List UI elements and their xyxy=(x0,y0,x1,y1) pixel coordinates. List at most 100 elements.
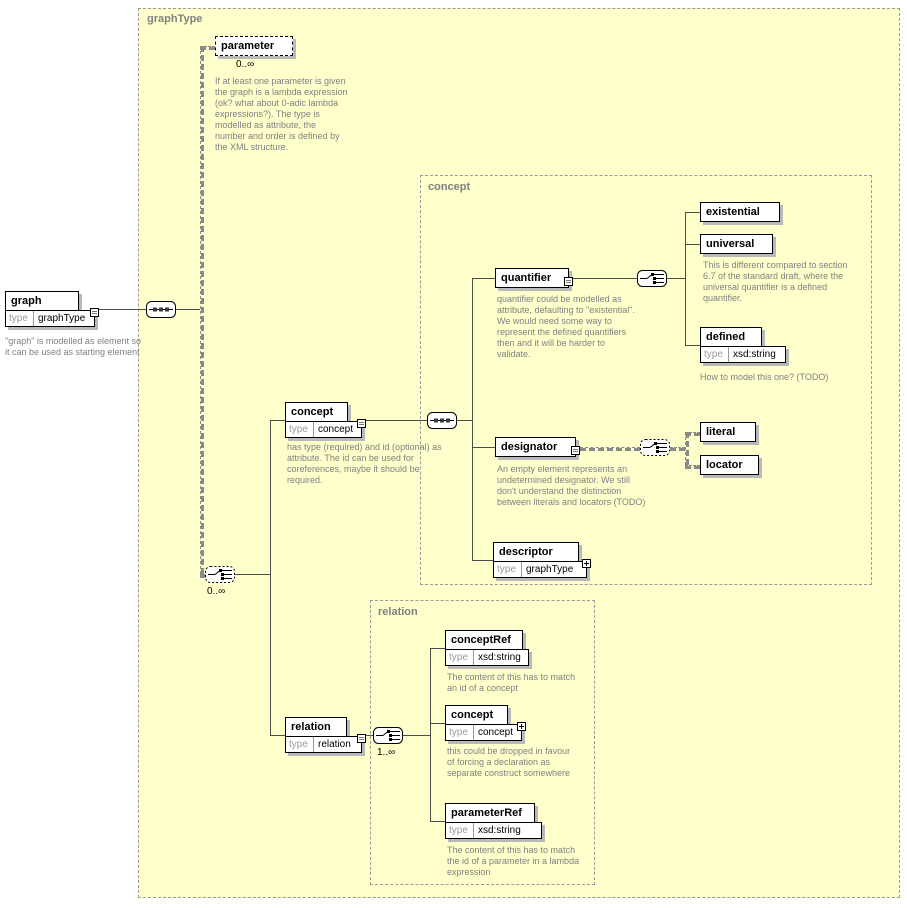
region-concept xyxy=(420,175,872,585)
connector-line xyxy=(685,212,686,345)
connector-line xyxy=(270,420,271,735)
sequence-icon[interactable] xyxy=(427,412,457,434)
choice-icon[interactable] xyxy=(373,727,403,749)
occurrence-label: 0..∞ xyxy=(207,586,226,597)
child-handle-icon[interactable] xyxy=(357,730,366,743)
annotation-concept: has type (required) and id (optional) as… xyxy=(287,442,442,485)
element-concept-name: concept xyxy=(285,402,348,422)
element-relation[interactable]: relation type relation xyxy=(285,717,362,753)
element-conceptref[interactable]: conceptRef type xsd:string xyxy=(445,630,529,666)
child-handle-icon[interactable] xyxy=(357,415,366,428)
element-parameterref-type-row: type xsd:string xyxy=(445,822,542,839)
region-relation-label: relation xyxy=(378,606,418,618)
element-parameterref-name: parameterRef xyxy=(445,803,535,823)
child-handle-icon[interactable] xyxy=(571,442,580,455)
connector-line xyxy=(685,345,700,346)
type-label: type xyxy=(701,347,729,362)
type-label: type xyxy=(494,562,522,577)
element-descriptor-type-row: type graphType xyxy=(493,561,587,578)
element-designator-name: designator xyxy=(495,437,576,457)
element-graph[interactable]: graph type graphType xyxy=(5,291,95,327)
annotation-graph: "graph" is modelled as element so it can… xyxy=(5,336,141,357)
type-label: type xyxy=(286,737,314,752)
element-relation-concept[interactable]: concept type concept xyxy=(445,705,522,741)
element-relation-concept-name: concept xyxy=(445,705,508,725)
expand-plus-icon[interactable] xyxy=(517,718,526,731)
type-value: graphType xyxy=(526,564,574,575)
connector-line xyxy=(403,735,430,736)
connector-line xyxy=(430,723,445,724)
element-universal-name: universal xyxy=(700,234,773,254)
connector-line xyxy=(685,244,700,245)
element-existential[interactable]: existential xyxy=(700,202,780,222)
region-concept-label: concept xyxy=(428,181,471,193)
connector-line xyxy=(430,648,445,649)
region-relation xyxy=(370,600,595,885)
type-value: relation xyxy=(318,739,351,750)
occurrence-label: 1..∞ xyxy=(377,747,396,758)
annotation-parameter: If at least one parameter is given the g… xyxy=(215,76,348,152)
type-value: xsd:string xyxy=(733,349,776,360)
child-handle-icon[interactable] xyxy=(564,273,573,286)
choice-icon[interactable] xyxy=(205,566,235,588)
element-descriptor-name: descriptor xyxy=(493,542,579,562)
connector-line xyxy=(200,574,206,578)
connector-line xyxy=(670,447,685,451)
connector-line xyxy=(472,278,495,279)
connector-line xyxy=(430,821,445,822)
type-label: type xyxy=(6,311,34,326)
element-concept-type-row: type concept xyxy=(285,421,362,438)
type-value: concept xyxy=(318,424,354,435)
element-concept[interactable]: concept type concept xyxy=(285,402,362,438)
connector-line xyxy=(457,420,472,421)
connector-line xyxy=(366,735,373,736)
element-relation-type-row: type relation xyxy=(285,736,362,753)
connector-line xyxy=(472,560,493,561)
connector-line xyxy=(667,278,685,279)
connector-line xyxy=(685,465,700,469)
element-parameter-name: parameter xyxy=(215,36,293,56)
annotation-universal: This is different compared to section 6.… xyxy=(703,260,848,303)
element-graph-name: graph xyxy=(5,291,79,311)
choice-icon[interactable] xyxy=(640,439,670,461)
connector-line xyxy=(99,309,146,310)
element-parameterref[interactable]: parameterRef type xsd:string xyxy=(445,803,542,839)
element-literal[interactable]: literal xyxy=(700,422,756,442)
type-value: xsd:string xyxy=(478,825,521,836)
element-designator[interactable]: designator xyxy=(495,437,576,457)
connector-line xyxy=(200,46,215,50)
element-quantifier[interactable]: quantifier xyxy=(495,268,569,288)
annotation-parameterref: The content of this has to match the id … xyxy=(447,845,580,877)
connector-line xyxy=(685,432,689,465)
connector-line xyxy=(430,648,431,821)
connector-line xyxy=(235,574,270,575)
connector-line xyxy=(200,46,204,574)
connector-line xyxy=(176,309,200,310)
type-value: xsd:string xyxy=(478,652,521,663)
element-locator[interactable]: locator xyxy=(700,455,759,475)
choice-icon[interactable] xyxy=(637,270,667,292)
element-defined-name: defined xyxy=(700,327,762,347)
child-handle-icon[interactable] xyxy=(90,304,99,317)
element-graph-type-row: type graphType xyxy=(5,310,95,327)
connector-line xyxy=(580,447,640,451)
element-conceptref-type-row: type xsd:string xyxy=(445,649,529,666)
element-conceptref-name: conceptRef xyxy=(445,630,523,650)
element-locator-name: locator xyxy=(700,455,759,475)
connector-line xyxy=(573,278,637,279)
element-parameter[interactable]: parameter xyxy=(215,36,293,56)
element-defined-type-row: type xsd:string xyxy=(700,346,786,363)
expand-plus-icon[interactable] xyxy=(582,555,591,568)
occurrence-label: 0..∞ xyxy=(236,59,255,70)
type-label: type xyxy=(286,422,314,437)
type-label: type xyxy=(446,823,474,838)
sequence-icon[interactable] xyxy=(146,301,176,323)
connector-line xyxy=(472,447,495,448)
connector-line xyxy=(270,420,285,421)
annotation-defined: How to model this one? (TODO) xyxy=(700,372,829,382)
element-universal[interactable]: universal xyxy=(700,234,773,254)
type-label: type xyxy=(446,725,474,740)
connector-line xyxy=(685,432,700,436)
element-defined[interactable]: defined type xsd:string xyxy=(700,327,786,363)
element-descriptor[interactable]: descriptor type graphType xyxy=(493,542,587,578)
